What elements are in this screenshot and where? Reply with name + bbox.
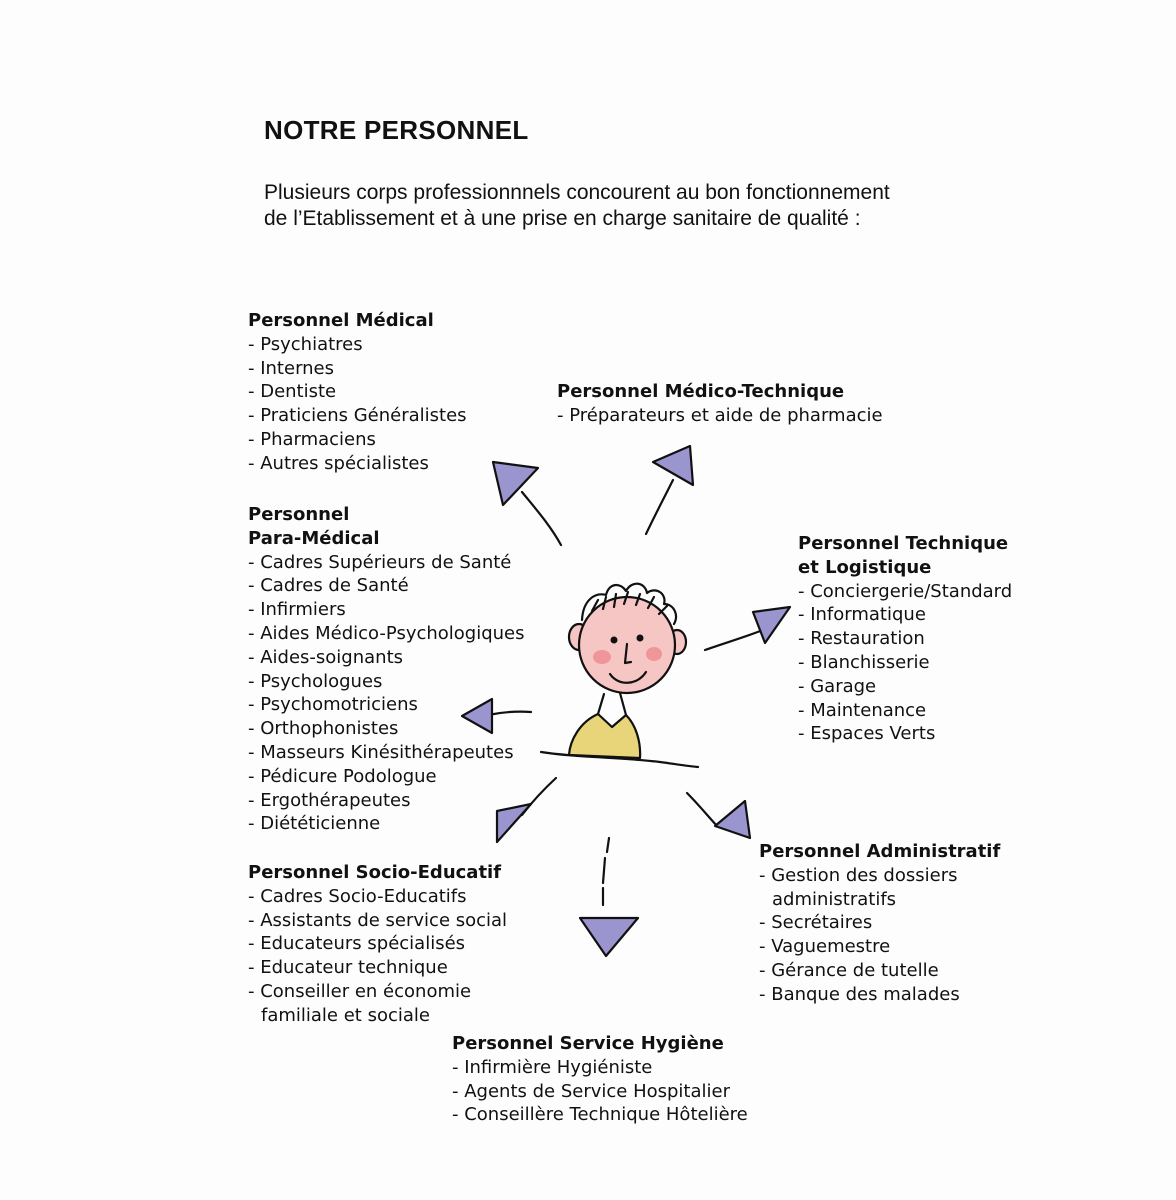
list-item: - Conseillère Technique Hôtelière (452, 1104, 748, 1126)
left-eye (610, 636, 618, 644)
list-item-continuation: familiale et sociale (261, 1004, 430, 1026)
list-item: - Aides Médico-Psychologiques (248, 622, 525, 644)
list-item: - Psychomotriciens (248, 694, 418, 716)
group-para-medical: Personnel Para-Médical - Cadres Supérieu… (248, 503, 525, 836)
arrow-to-socio-educatif (495, 776, 558, 844)
list-item: - Informatique (798, 604, 926, 626)
group-heading: Personnel Administratif (759, 841, 1001, 862)
group-heading: Personnel Médico-Technique (557, 381, 845, 402)
hair (580, 582, 678, 626)
arrow-head-medical (491, 460, 540, 507)
list-item: - Restauration (798, 628, 925, 650)
list-item: - Banque des malades (759, 983, 960, 1005)
list-item: - Gestion des dossiers (759, 864, 958, 886)
intro-line-2: de l’Etablissement et à une prise en cha… (264, 207, 861, 230)
list-item: - Internes (248, 357, 335, 379)
arrow-to-medical (491, 460, 563, 547)
group-medical: Personnel Médical - Psychiatres - Intern… (248, 309, 467, 476)
list-item: - Conciergerie/Standard (798, 580, 1013, 602)
list-item: - Psychologues (248, 670, 383, 692)
arrow-head-para-medical (460, 697, 494, 735)
list-item: - Diététicienne (248, 813, 381, 835)
list-item: - Psychiatres (248, 333, 363, 355)
arrow-to-technique (703, 605, 792, 652)
list-item: - Aides-soignants (248, 646, 404, 668)
arrow-head-hygiene (578, 916, 640, 958)
list-item: - Infirmière Hygiéniste (452, 1056, 653, 1078)
group-heading-line-2: Para-Médical (248, 527, 380, 549)
list-item: - Masseurs Kinésithérapeutes (248, 741, 514, 763)
list-item: - Dentiste (248, 381, 337, 403)
list-item: - Autres spécialistes (248, 452, 429, 474)
group-heading-line-1: Personnel (248, 504, 350, 525)
cheek-left (593, 650, 611, 664)
arrow-to-hygiene (578, 836, 640, 958)
list-item: - Orthophonistes (248, 718, 399, 740)
group-socio-educatif: Personnel Socio-Educatif - Cadres Socio-… (248, 861, 507, 1028)
list-item: - Cadres de Santé (248, 575, 409, 597)
arrow-head-technique (751, 605, 792, 645)
arrow-head-medico-technique (651, 444, 695, 487)
group-heading: Personnel Médical (248, 310, 434, 331)
group-administratif: Personnel Administratif - Gestion des do… (759, 840, 1000, 1007)
arrow-to-medico-technique (644, 444, 695, 536)
list-item: - Espaces Verts (798, 723, 936, 745)
list-item: - Maintenance (798, 699, 927, 721)
list-item: - Gérance de tutelle (759, 959, 939, 981)
list-item: - Agents de Service Hospitalier (452, 1080, 730, 1102)
group-hygiene: Personnel Service Hygiène - Infirmière H… (452, 1032, 748, 1127)
list-item: - Ergothérapeutes (248, 789, 411, 811)
list-item: - Assistants de service social (248, 909, 508, 931)
page-title: NOTRE PERSONNEL (264, 115, 529, 145)
right-eye (636, 634, 644, 642)
shirt (567, 712, 642, 760)
list-item: - Vaguemestre (759, 936, 891, 958)
list-item: - Infirmiers (248, 599, 346, 621)
group-heading-line-1: Personnel Technique (798, 533, 1009, 554)
list-item: - Pharmaciens (248, 428, 376, 450)
intro-line-1: Plusieurs corps professionnnels concoure… (264, 181, 890, 204)
list-item: - Pédicure Podologue (248, 765, 437, 787)
list-item: - Praticiens Généralistes (248, 405, 467, 427)
person-illustration (539, 582, 700, 769)
list-item: - Conseiller en économie (248, 980, 472, 1002)
arrow-head-socio-educatif (495, 802, 533, 844)
list-item: - Préparateurs et aide de pharmacie (557, 404, 883, 426)
mouth (608, 670, 648, 684)
group-heading: Personnel Socio-Educatif (248, 862, 502, 883)
list-item: - Secrétaires (759, 912, 873, 934)
list-item: - Cadres Socio-Educatifs (248, 885, 467, 907)
group-medico-technique: Personnel Médico-Technique - Préparateur… (557, 380, 883, 428)
intro-paragraph: Plusieurs corps professionnnels concoure… (264, 180, 964, 232)
group-technique-logistique: Personnel Technique et Logistique - Conc… (798, 532, 1012, 746)
cheek-right (646, 647, 662, 661)
group-heading-line-2: et Logistique (798, 556, 932, 578)
list-item-continuation: administratifs (772, 888, 897, 910)
arrow-to-para-medical (460, 697, 533, 735)
list-item: - Cadres Supérieurs de Santé (248, 551, 512, 573)
list-item: - Garage (798, 675, 877, 697)
list-item: - Blanchisserie (798, 651, 930, 673)
arrow-to-administratif (685, 791, 752, 840)
group-heading: Personnel Service Hygiène (452, 1033, 724, 1054)
list-item: - Educateurs spécialisés (248, 933, 466, 955)
arrow-head-administratif (713, 799, 752, 840)
list-item: - Educateur technique (248, 957, 448, 979)
nose (623, 642, 633, 665)
